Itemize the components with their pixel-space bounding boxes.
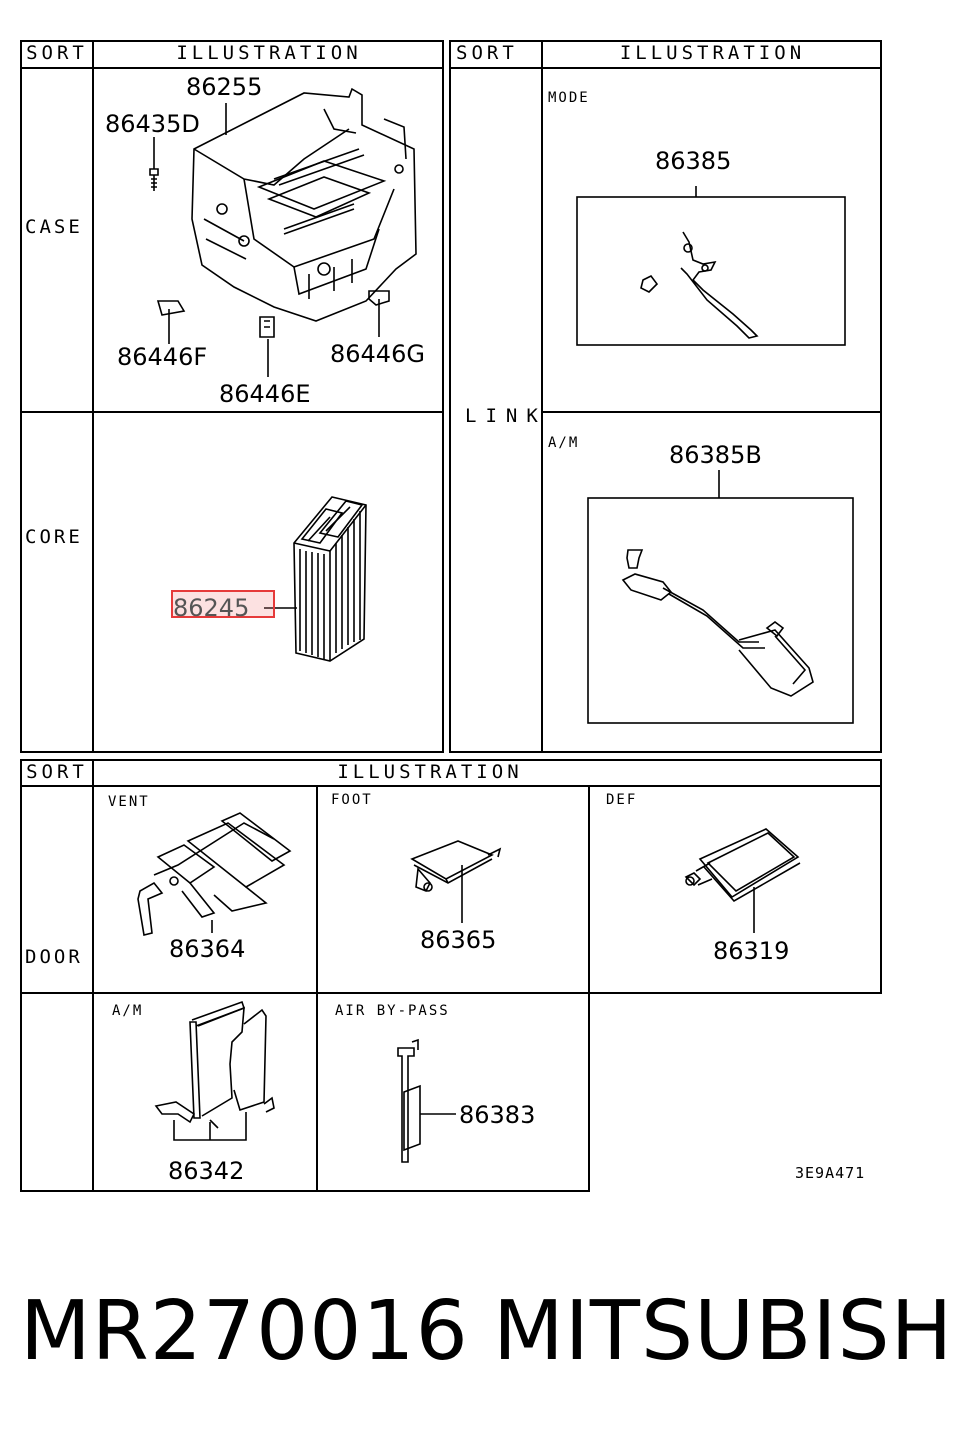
- heater-core-illustration: [264, 496, 367, 662]
- sub-am-link-label: A/M: [548, 435, 580, 451]
- part-number-title: MR270016: [20, 1284, 469, 1379]
- divider: [20, 785, 882, 787]
- part-86385[interactable]: 86385: [655, 147, 732, 175]
- divider: [316, 785, 318, 1192]
- mode-link-illustration: [576, 186, 846, 346]
- foot-door-illustration: [410, 840, 502, 923]
- part-86319[interactable]: 86319: [713, 937, 790, 965]
- part-86365[interactable]: 86365: [420, 926, 497, 954]
- sort-header: SORT: [456, 42, 518, 64]
- heater-case-illustration: [149, 87, 417, 377]
- air-bypass-door-illustration: [397, 1038, 456, 1163]
- door-table: [20, 759, 882, 994]
- part-86385B[interactable]: 86385B: [669, 441, 762, 469]
- part-86446F[interactable]: 86446F: [117, 343, 208, 371]
- illustration-header: ILLUSTRATION: [337, 761, 523, 783]
- part-86435D[interactable]: 86435D: [105, 110, 200, 138]
- divider: [449, 67, 882, 69]
- case-core-table: [20, 40, 444, 753]
- divider: [588, 785, 590, 1192]
- divider: [92, 759, 94, 1192]
- divider: [541, 40, 543, 753]
- sub-air-bypass-label: AIR BY-PASS: [335, 1003, 450, 1019]
- sub-am-door-label: A/M: [112, 1003, 144, 1019]
- sort-header: SORT: [26, 761, 88, 783]
- am-door-illustration: [154, 1000, 275, 1141]
- part-86446G[interactable]: 86446G: [330, 340, 425, 368]
- sub-def-label: DEF: [606, 792, 638, 808]
- vent-door-illustration: [137, 812, 292, 936]
- part-86446E[interactable]: 86446E: [219, 380, 311, 408]
- sub-mode-label: MODE: [548, 90, 590, 106]
- sub-foot-label: FOOT: [331, 792, 373, 808]
- sort-link-label: LINK: [465, 405, 547, 427]
- sub-vent-label: VENT: [108, 794, 150, 810]
- part-86255[interactable]: 86255: [186, 73, 263, 101]
- part-86245[interactable]: 86245: [173, 594, 250, 622]
- link-table: [449, 40, 882, 753]
- divider: [541, 411, 882, 413]
- divider: [92, 40, 94, 753]
- sort-header: SORT: [26, 42, 88, 64]
- part-86383[interactable]: 86383: [459, 1101, 536, 1129]
- brand-title: MITSUBISHI: [493, 1284, 960, 1379]
- sort-core-label: CORE: [25, 526, 83, 548]
- part-86364[interactable]: 86364: [169, 935, 246, 963]
- reference-code: 3E9A471: [795, 1164, 866, 1182]
- sort-door-label: DOOR: [25, 946, 83, 968]
- divider: [20, 1190, 590, 1192]
- illustration-header: ILLUSTRATION: [619, 42, 806, 64]
- sort-case-label: CASE: [25, 216, 83, 238]
- illustration-header: ILLUSTRATION: [176, 42, 362, 64]
- divider: [20, 994, 22, 1192]
- divider: [20, 67, 444, 69]
- part-86342[interactable]: 86342: [168, 1157, 245, 1185]
- highlight-86245: [171, 590, 275, 618]
- divider: [20, 411, 444, 413]
- am-link-illustration: [587, 470, 854, 724]
- def-door-illustration: [684, 828, 801, 933]
